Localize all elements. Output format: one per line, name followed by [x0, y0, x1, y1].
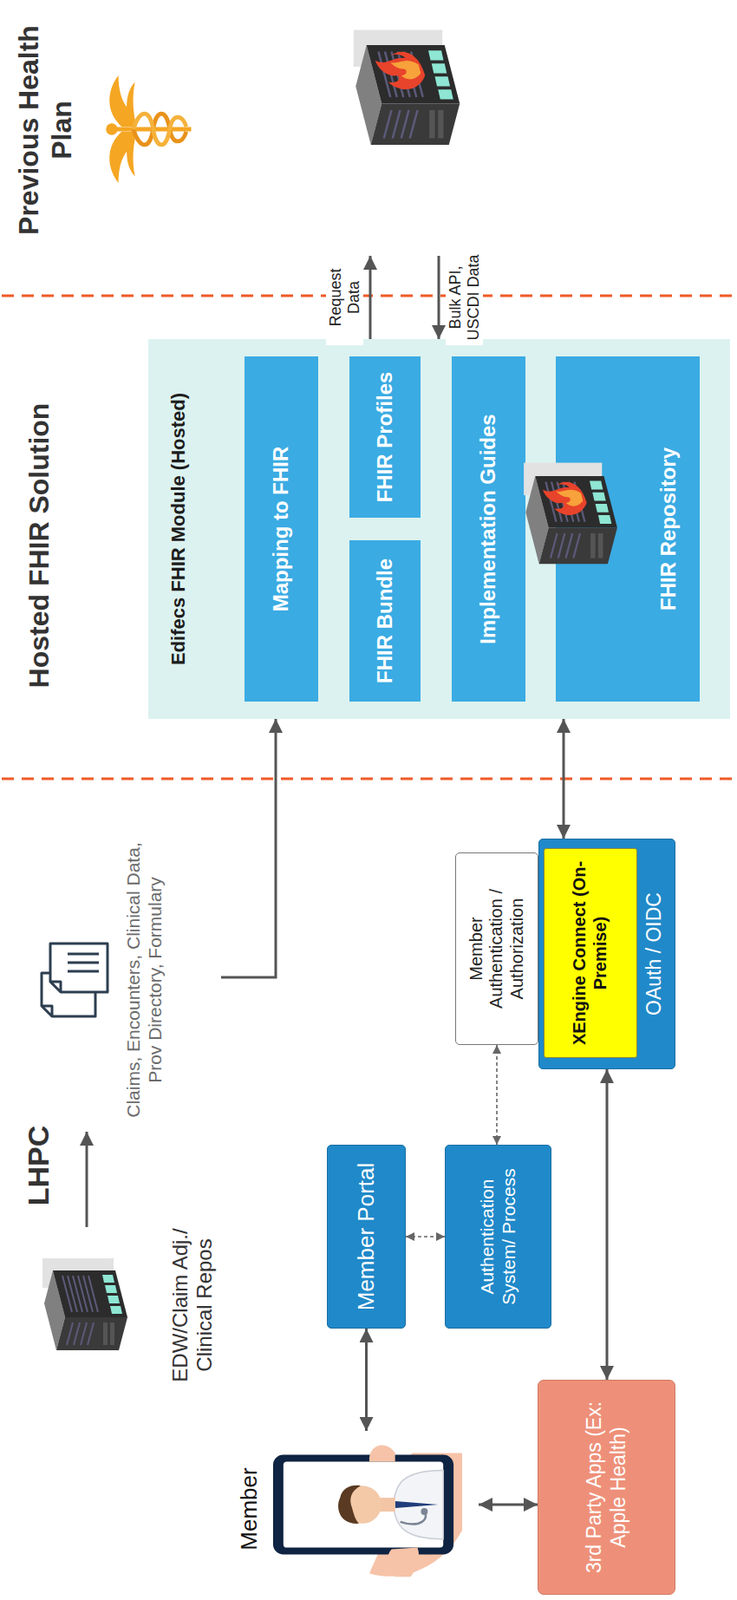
module-box: Mapping to FHIR: [244, 356, 319, 702]
node-text: 3rd Party Apps (Ex: Apple Health): [582, 1387, 630, 1587]
repository-box: FHIR Repository: [555, 356, 700, 702]
phone-illustration-part: [273, 1444, 463, 1577]
server-icon: [36, 1252, 134, 1357]
server-icon: [517, 456, 624, 572]
connector: [365, 1328, 368, 1431]
edge-label: Bulk API, USCDI Data: [445, 249, 483, 346]
region-separator: [1, 777, 737, 781]
caduceus-icon-part: [105, 75, 191, 183]
caduceus-icon: [99, 75, 194, 183]
node-text: Authentication System/ Process: [476, 1152, 521, 1321]
gateway-box: XEngine Connect (On-Premise): [543, 847, 638, 1058]
node-text: Mapping to FHIR: [268, 446, 294, 613]
connector: [369, 255, 372, 340]
server-icon-part: [353, 30, 461, 146]
server-icon-part: [523, 463, 618, 565]
module-box: FHIR Profiles: [349, 356, 421, 518]
process-box: Authentication System/ Process: [444, 1144, 552, 1329]
dashed-connector: [495, 1044, 498, 1145]
dashed-connector: [405, 1235, 445, 1238]
node-text: Member Portal: [352, 1162, 380, 1311]
node-text: Implementation Guides: [476, 413, 501, 644]
module-box: FHIR Bundle: [349, 540, 421, 702]
connector: [562, 718, 566, 839]
connector: [221, 718, 276, 978]
node-text: FHIR Repository: [656, 447, 681, 611]
server-icon-part: [375, 52, 426, 90]
server-icon-part: [542, 482, 587, 516]
server-icon-part: [42, 1258, 128, 1351]
node-text: FHIR Profiles: [372, 371, 398, 503]
member-figure: Member: [235, 1430, 479, 1587]
node-text: XEngine Connect (On-Premise): [569, 855, 611, 1051]
data-server: EDW/Claim Adj./ Clinical Repos: [34, 1226, 282, 1383]
section-title: LHPC: [22, 1078, 55, 1253]
module-panel: Edifecs FHIR Module (Hosted) Mapping to F…: [148, 339, 731, 719]
app-box: 3rd Party Apps (Ex: Apple Health): [537, 1379, 676, 1595]
process-box: Member Portal: [326, 1144, 406, 1329]
partner-group: Previous Health Plan: [13, 4, 486, 256]
edge-label: Request Data: [326, 249, 364, 346]
connector: [606, 1069, 609, 1380]
node-text: Claims, Encounters, Clinical Data, Prov …: [123, 828, 167, 1132]
module-box: Implementation Guides: [451, 356, 526, 702]
server-icon: [346, 23, 467, 154]
node-text: Member Authentication / Authorization: [466, 860, 529, 1038]
gateway-box: OAuth / OIDC XEngine Connect (On-Premise): [538, 838, 676, 1070]
data-documents: Claims, Encounters, Clinical Data, Prov …: [34, 828, 222, 1132]
connector: [478, 1503, 538, 1507]
connector: [85, 1131, 89, 1227]
connector: [437, 255, 441, 340]
phone-illustration: [266, 1434, 464, 1583]
section-title: Hosted FHIR Solution: [24, 354, 55, 737]
documents-icon-part: [41, 943, 108, 1017]
panel-heading: Edifecs FHIR Module (Hosted): [167, 392, 190, 666]
node-text: Member: [235, 1467, 263, 1550]
node-text: OAuth / OIDC: [642, 892, 666, 1016]
node-text: FHIR Bundle: [372, 558, 398, 684]
process-box: Member Authentication / Authorization: [455, 852, 539, 1045]
node-text: EDW/Claim Adj./ Clinical Repos: [168, 1226, 218, 1383]
group-title: Previous Health Plan: [13, 4, 79, 256]
documents-icon: [34, 936, 111, 1024]
